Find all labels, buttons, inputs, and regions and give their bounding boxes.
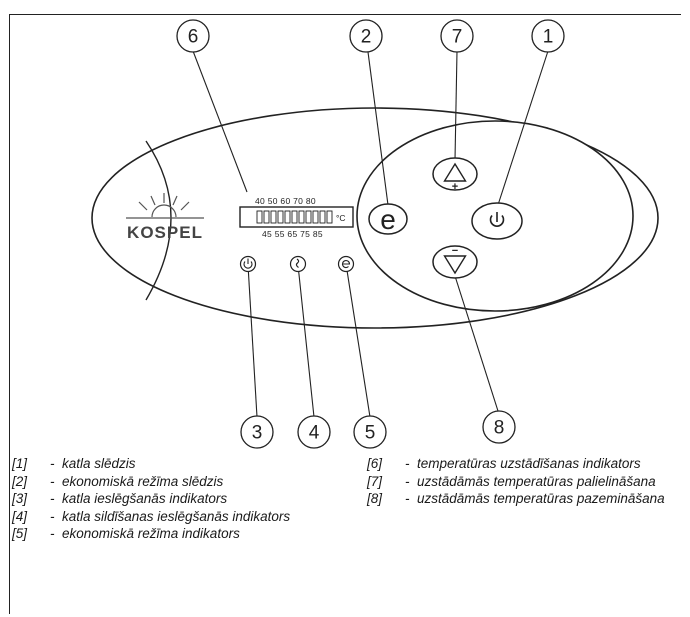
- legend-item-7: [7] - uzstādāmās temperatūras palielināš…: [367, 473, 656, 489]
- leader-line-4: [297, 264, 315, 418]
- svg-text:5: 5: [365, 423, 376, 444]
- callout-3: 3: [240, 415, 274, 449]
- arrow-up-icon: [443, 162, 467, 182]
- leader-line-5: [345, 263, 371, 418]
- callout-6: 6: [176, 19, 210, 53]
- boiler-power-button[interactable]: [471, 202, 523, 240]
- leader-line-6: [192, 50, 248, 193]
- leader-lines: [192, 50, 549, 418]
- callout-4: 4: [297, 415, 331, 449]
- power-icon: [489, 214, 505, 227]
- minus-label: −: [452, 245, 458, 257]
- leader-line-8: [454, 275, 499, 412]
- frame-top-border: [9, 14, 681, 15]
- svg-text:6: 6: [188, 27, 199, 48]
- heating-indicator-icon: [289, 255, 307, 273]
- callout-7: 7: [440, 19, 474, 53]
- callout-8: 8: [482, 410, 516, 444]
- plus-label: +: [452, 181, 458, 193]
- legend-item-6: [6] - temperatūras uzstādīšanas indikato…: [367, 456, 641, 471]
- callout-2: 2: [349, 19, 383, 53]
- display-bottom-scale: 45 55 65 75 85: [262, 229, 323, 239]
- leader-line-3: [247, 264, 258, 418]
- economy-indicator-icon: [337, 255, 355, 273]
- legend-item-4: [4] - katla sildīšanas ieslēgšanās indik…: [12, 508, 291, 524]
- brand-logo-text: KOSPEL: [127, 223, 203, 242]
- control-panel-diagram: 6 2 7 1 3 4 5 8 KOSPEL: [91, 19, 659, 449]
- sun-icon: [138, 193, 190, 211]
- legend-left: [1] - katla slēdzis [2] - ekonomiskā rež…: [12, 455, 330, 543]
- arrow-down-icon: [443, 255, 467, 275]
- svg-text:2: 2: [361, 27, 372, 48]
- display-segments: [256, 210, 333, 224]
- callout-5: 5: [353, 415, 387, 449]
- kospel-logo: KOSPEL: [126, 193, 204, 242]
- legend-item-3: [3] - katla ieslēgšanās indikators: [12, 491, 228, 507]
- legend-right: [6] - temperatūras uzstādīšanas indikato…: [367, 455, 683, 508]
- leader-line-1: [496, 50, 549, 209]
- economy-mode-button[interactable]: e: [368, 203, 408, 235]
- leader-line-2: [367, 51, 389, 206]
- legend-item-5: [5] - ekonomiskā režīma indikators: [12, 526, 240, 542]
- svg-text:1: 1: [543, 27, 554, 48]
- display-top-scale: 40 50 60 70 80: [255, 196, 316, 206]
- legend-item-1: [1] - katla slēdzis: [12, 456, 136, 471]
- svg-text:8: 8: [494, 418, 505, 439]
- callout-1: 1: [531, 19, 565, 53]
- economy-button-label: e: [380, 204, 396, 235]
- frame-left-border: [9, 14, 10, 614]
- svg-text:7: 7: [452, 27, 463, 48]
- temperature-display: 40 50 60 70 80 °C 45 55 65 75 85: [239, 196, 354, 239]
- power-indicator-icon: [239, 255, 257, 273]
- leader-line-7: [454, 50, 458, 161]
- svg-text:3: 3: [252, 423, 263, 444]
- display-unit: °C: [336, 213, 346, 223]
- legend-item-8: [8] - uzstādāmās temperatūras pazemināša…: [367, 491, 665, 507]
- temperature-decrease-button[interactable]: −: [432, 245, 478, 279]
- legend-item-2: [2] - ekonomiskā režīma slēdzis: [12, 473, 224, 489]
- svg-text:4: 4: [309, 423, 320, 444]
- temperature-increase-button[interactable]: +: [432, 157, 478, 193]
